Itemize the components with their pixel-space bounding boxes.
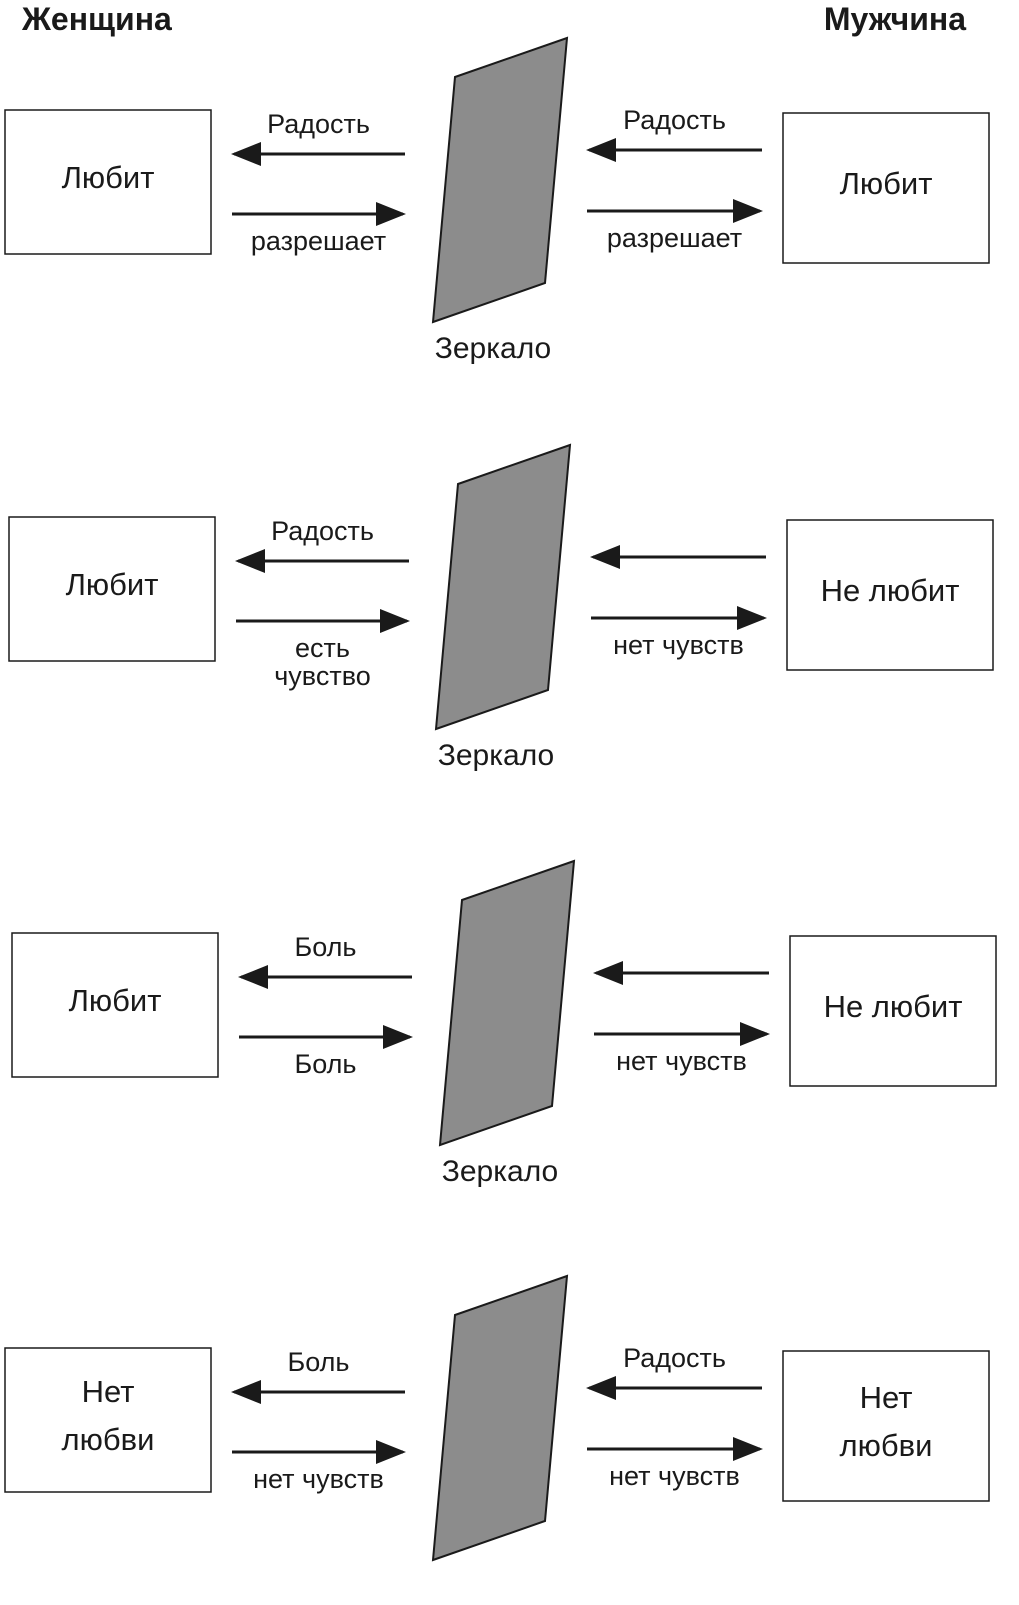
header-man: Мужчина	[824, 1, 966, 37]
man-state-label: любви	[840, 1428, 933, 1463]
woman-receives-label: Боль	[288, 1347, 350, 1377]
man-top-label: Радость	[623, 1343, 726, 1373]
man-state-label: Не любит	[821, 573, 960, 608]
man-top-label: Радость	[623, 105, 726, 135]
mirror-shape	[438, 859, 576, 1147]
woman-gives-label: есть	[295, 633, 350, 663]
woman-receives-label: Боль	[295, 932, 357, 962]
man-bottom-label: разрешает	[607, 223, 742, 253]
mirror-shape	[431, 1274, 569, 1562]
man-state-label: Не любит	[824, 989, 963, 1024]
man-bottom-label: нет чувств	[613, 630, 744, 660]
man-state-box	[786, 519, 994, 671]
header-woman: Женщина	[21, 1, 172, 37]
man-state-box	[782, 1350, 990, 1502]
man-state-box	[782, 112, 990, 264]
woman-state-label: Любит	[66, 567, 159, 602]
panel-1: Зеркало	[4, 36, 990, 365]
woman-gives-label: разрешает	[251, 226, 386, 256]
man-bottom-label: нет чувств	[616, 1046, 747, 1076]
man-state-label: Любит	[840, 166, 933, 201]
woman-receives-label: Радость	[271, 516, 374, 546]
woman-receives-label: Радость	[267, 109, 370, 139]
woman-state-label: Любит	[62, 160, 155, 195]
woman-state-box	[4, 109, 212, 255]
woman-state-label: Любит	[69, 983, 162, 1018]
mirror-label: Зеркало	[442, 1155, 558, 1188]
woman-state-label: любви	[62, 1422, 155, 1457]
panel-3: Зеркало	[11, 859, 997, 1188]
woman-gives-label: чувство	[274, 661, 371, 691]
man-bottom-label: нет чувств	[609, 1461, 740, 1491]
woman-state-box	[11, 932, 219, 1078]
woman-state-box	[4, 1347, 212, 1493]
mirror-label: Зеркало	[435, 332, 551, 365]
woman-gives-label: Боль	[295, 1049, 357, 1079]
panel-2: Зеркало	[8, 443, 994, 772]
man-state-box	[789, 935, 997, 1087]
woman-gives-label: нет чувств	[253, 1464, 384, 1494]
woman-state-box	[8, 516, 216, 662]
mirror-label: Зеркало	[438, 739, 554, 772]
man-state-label: Нет	[860, 1380, 913, 1415]
mirror-shape	[434, 443, 572, 731]
panel-4	[4, 1274, 990, 1562]
woman-state-label: Нет	[82, 1374, 135, 1409]
mirror-shape	[431, 36, 569, 324]
